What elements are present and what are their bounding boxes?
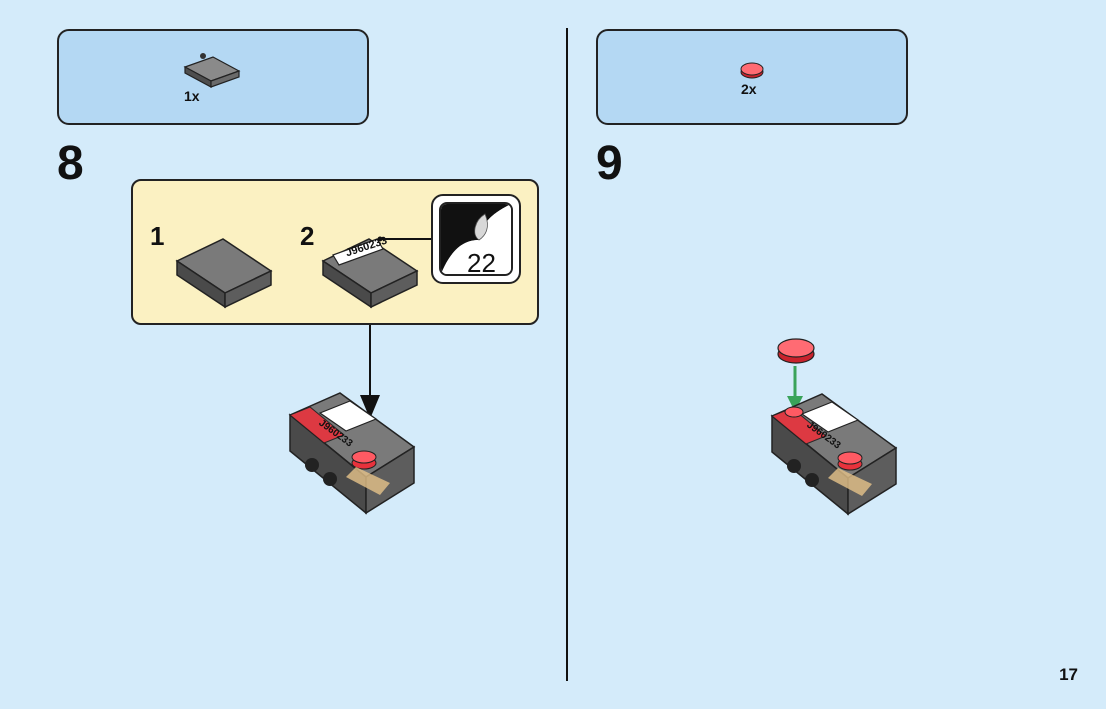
step-number: 9: [596, 137, 623, 190]
substep-number: 2: [300, 221, 315, 251]
sticker-leader-line: [377, 236, 432, 242]
down-arrow: [360, 325, 380, 419]
sticker-sheet-number: 22: [467, 248, 496, 276]
stickered-slope-brick-illustration: [321, 238, 419, 309]
vehicle-assembly-illustration: [770, 393, 898, 516]
parts-callout-step-8: 1x: [57, 29, 369, 125]
parts-quantity: 1x: [184, 88, 200, 104]
round-tile-red-icon: [740, 62, 764, 79]
substep-number: 1: [150, 221, 165, 251]
green-placement-arrow: [787, 366, 803, 412]
page-number: 17: [1059, 665, 1078, 684]
round-tile-illustration: [777, 338, 815, 364]
vehicle-assembly-illustration: [288, 392, 416, 515]
sticker-sheet-icon: 22: [439, 202, 513, 276]
step-number: 8: [57, 137, 84, 190]
curved-slope-brick-icon: [183, 53, 241, 89]
parts-quantity: 2x: [741, 81, 757, 97]
slope-brick-illustration: [175, 238, 273, 309]
page-divider: [566, 28, 568, 681]
parts-callout-step-9: 2x: [596, 29, 908, 125]
sticker-sheet-reference: 22: [431, 194, 521, 284]
